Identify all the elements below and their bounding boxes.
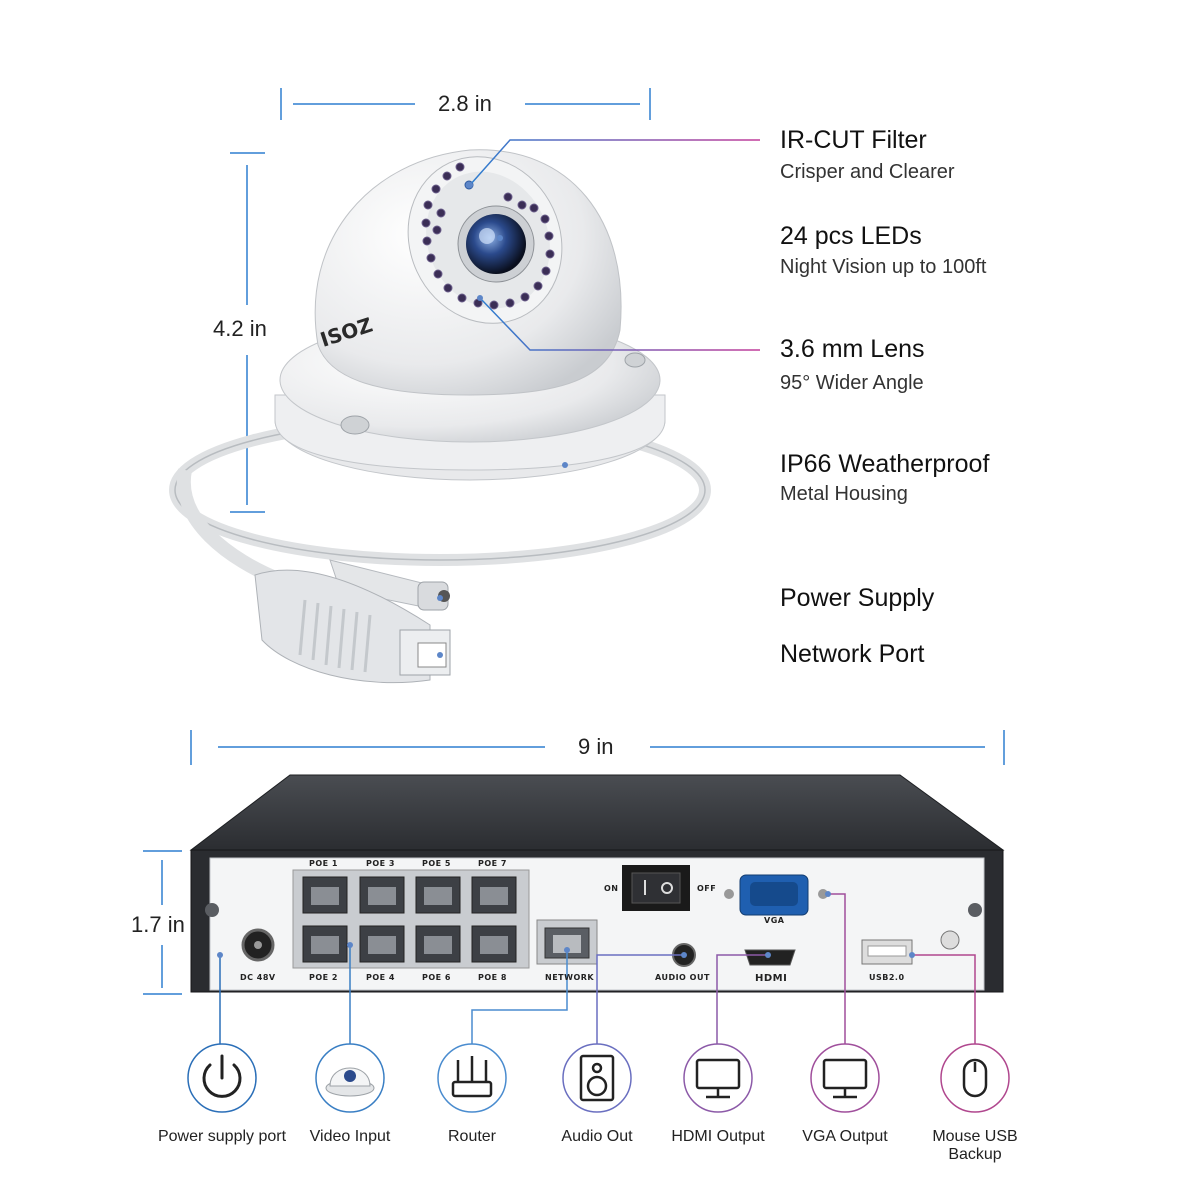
feature-title: 3.6 mm Lens [780,335,925,363]
nvr-height-label: 1.7 in [131,912,185,937]
connection-label: Audio Out [561,1128,633,1145]
feature-title: Network Port [780,640,925,668]
on-label: ON [604,884,619,893]
camera-height-label: 4.2 in [213,316,267,341]
network-label: NETWORK [545,973,595,982]
connection-label: VGA Output [802,1128,888,1145]
connection-label: Power supply port [157,1128,287,1145]
feature-subtitle: Metal Housing [780,483,908,505]
ir-leds [421,162,555,310]
feature-title: Power Supply [780,584,935,612]
port-label: POE 5 [422,859,451,868]
feature-title: IP66 Weatherproof [780,450,990,478]
mouse-icon [962,1058,988,1098]
feature-title: 24 pcs LEDs [780,222,922,250]
port-label: POE 2 [309,973,338,982]
camera-width-label: 2.8 in [438,91,492,116]
network-connector [254,569,451,684]
monitor-icon [822,1058,868,1099]
power-icon [202,1054,242,1098]
router-icon [451,1056,493,1098]
speaker-icon [579,1054,615,1102]
camera-callouts [440,139,760,656]
feature-subtitle: Crisper and Clearer [780,161,955,183]
dome-camera: ISOZ [169,149,711,684]
usb-label: USB2.0 [869,973,905,982]
connection-label: Mouse USB Backup [932,1128,1018,1163]
nvr-height-dimension [143,850,182,995]
camera-height-dimension [230,152,265,513]
port-label: POE 3 [366,859,395,868]
off-label: OFF [697,884,717,893]
port-label: POE 4 [366,973,395,982]
connection-label: Video Input [309,1128,391,1145]
vga-label: VGA [764,916,785,925]
feature-subtitle: Night Vision up to 100ft [780,256,987,278]
port-label: POE 8 [478,973,507,982]
nvr-width-dimension [190,730,1005,765]
port-label: POE 6 [422,973,451,982]
monitor-icon [695,1058,741,1099]
feature-subtitle: 95° Wider Angle [780,372,924,394]
nvr-connection-lines [219,893,976,1045]
connection-label: HDMI Output [671,1128,765,1145]
audio-label: AUDIO OUT [655,973,710,982]
connection-label: Router [447,1128,497,1145]
camera-icon [325,1067,375,1097]
port-label: POE 7 [478,859,507,868]
nvr-width-label: 9 in [578,734,614,759]
dc-label: DC 48V [240,973,276,982]
camera-width-dimension [280,88,651,120]
feature-title: IR-CUT Filter [780,126,927,154]
port-label: POE 1 [309,859,338,868]
hdmi-label: HDMI [755,973,788,984]
